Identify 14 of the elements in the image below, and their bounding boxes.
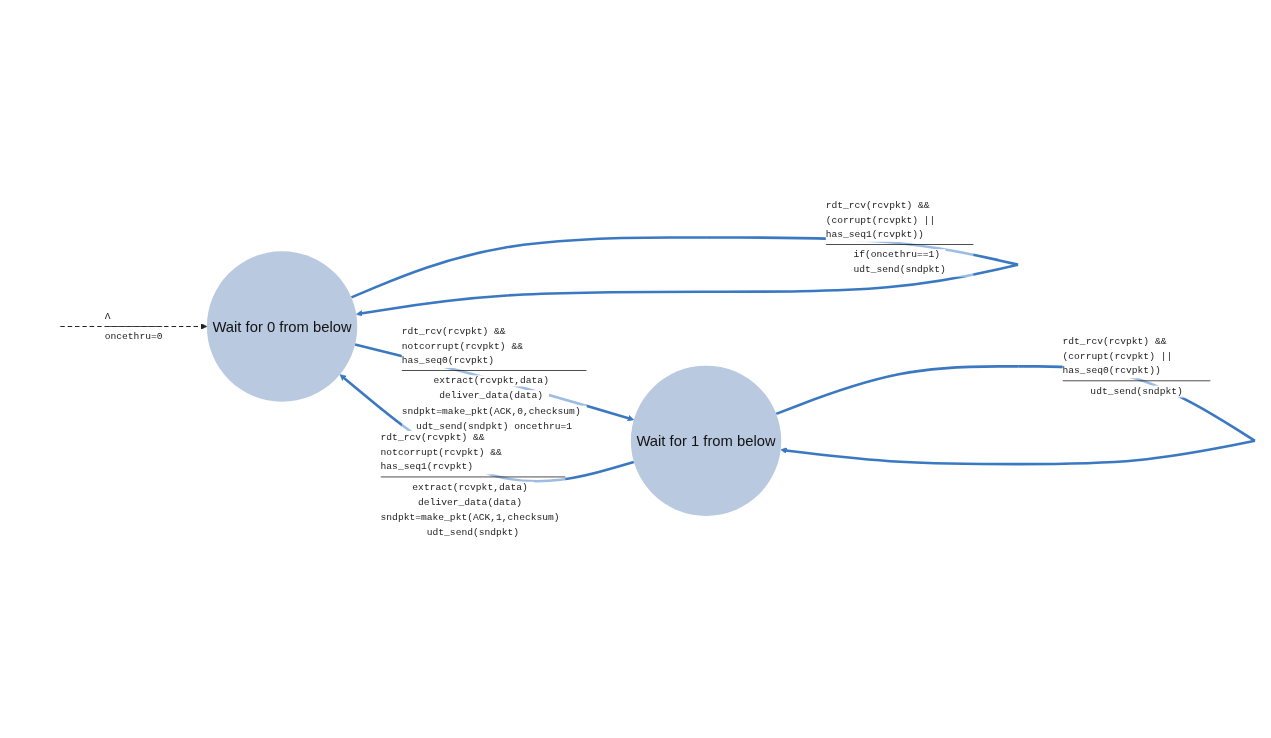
edge-label: rdt_rcv(rcvpkt) && notcorrupt(rcvpkt) && has_seq1(rcvpkt) (380, 432, 502, 473)
arrow (780, 439, 1256, 466)
node-circle: Wait for 0 from below (206, 251, 358, 402)
arrow (356, 263, 1019, 317)
node-circle: Wait for 1 from below (630, 365, 782, 517)
edge-label: extract(rcvpkt,data) deliver_data(data) sndpkt=make_pkt(ACK,1,checksum) udt_send(sndpkt) (380, 481, 560, 538)
edge-label: rdt_rcv(rcvpkt) && (corrupt(rcvpkt) || has_seq0(rcvpkt)) (1062, 336, 1173, 377)
edge-label: extract(rcvpkt,data) deliver_data(data) sndpkt=make_pkt(ACK,0,checksum) udt_send(sndpkt) oncethru=1 (401, 374, 581, 432)
edge-label: oncethru=0 (104, 330, 163, 342)
edge-label: rdt_rcv(rcvpkt) && notcorrupt(rcvpkt) && has_seq0(rcvpkt) (401, 325, 523, 366)
edge-label: Λ (104, 310, 111, 322)
edge-label: udt_send(sndpkt) (1090, 385, 1183, 397)
edge-label: if(oncethru==1) udt_send(sndpkt) (853, 248, 946, 276)
edge-label: rdt_rcv(rcvpkt) && (corrupt(rcvpkt) || has_seq1(rcvpkt)) (825, 199, 936, 240)
